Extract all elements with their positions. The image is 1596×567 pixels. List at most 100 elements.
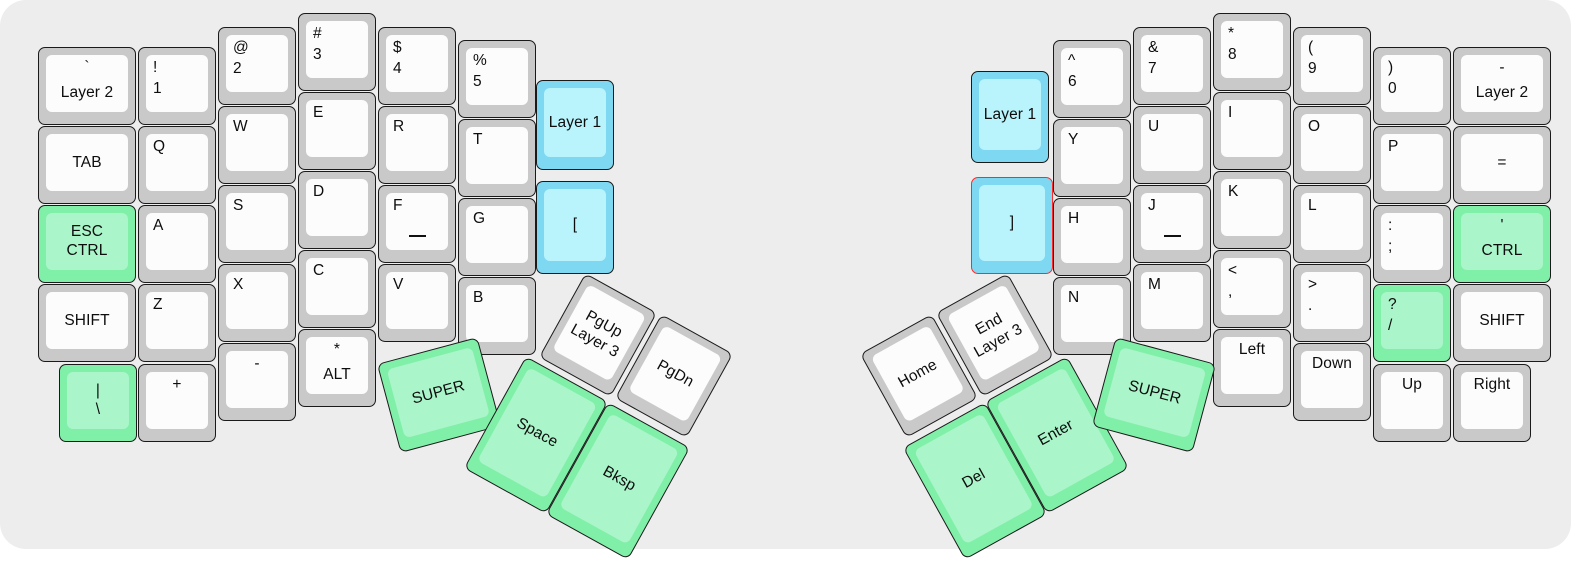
key-legend-main: 4 — [393, 59, 402, 77]
key-quote-ctrl[interactable]: 'CTRL — [1453, 205, 1551, 283]
key-i[interactable]: I — [1213, 92, 1291, 170]
key-legend-top: @ — [233, 39, 249, 56]
key-down-arrow[interactable]: Down — [1293, 343, 1371, 421]
key-legend-top: - — [254, 355, 260, 372]
key-h[interactable]: H — [1053, 198, 1131, 276]
key-minus[interactable]: - — [218, 343, 296, 421]
key-p[interactable]: P — [1373, 126, 1451, 204]
key-legend-top: Y — [1068, 131, 1079, 148]
key-layer1-right[interactable]: Layer 1 — [971, 71, 1049, 163]
key-z[interactable]: Z — [138, 284, 216, 362]
keycap-surface: - — [226, 351, 288, 408]
homing-bar-icon — [1163, 235, 1181, 237]
key-m[interactable]: M — [1133, 264, 1211, 342]
key-minus-layer2[interactable]: -Layer 2 — [1453, 47, 1551, 125]
keycap-surface: >. — [1301, 272, 1363, 329]
key-legend-top: % — [473, 52, 487, 69]
key-pipe-backslash[interactable]: |\ — [59, 364, 137, 442]
keycap-surface: + — [146, 372, 208, 429]
key-q[interactable]: Q — [138, 126, 216, 204]
key-g[interactable]: G — [458, 198, 536, 276]
key-2-at[interactable]: @2 — [218, 27, 296, 105]
key-1-exclaim[interactable]: !1 — [138, 47, 216, 125]
key-bracket-left[interactable]: [ — [536, 181, 614, 274]
key-legend-top: R — [393, 118, 405, 135]
key-t[interactable]: T — [458, 119, 536, 197]
key-j[interactable]: J — [1133, 185, 1211, 263]
key-k[interactable]: K — [1213, 171, 1291, 249]
key-c[interactable]: C — [298, 250, 376, 328]
key-slash-question[interactable]: ?/ — [1373, 284, 1451, 362]
key-5-percent[interactable]: %5 — [458, 40, 536, 118]
key-legend-main: Enter — [1034, 415, 1077, 449]
key-layer1-left[interactable]: Layer 1 — [536, 80, 614, 170]
key-6-caret[interactable]: ^6 — [1053, 40, 1131, 118]
key-legend-main: CTRL — [1481, 241, 1523, 259]
key-right-arrow[interactable]: Right — [1453, 364, 1531, 442]
key-comma-less[interactable]: <, — [1213, 250, 1291, 328]
key-equals[interactable]: = — [1453, 126, 1551, 204]
key-legend-top: B — [473, 289, 484, 306]
key-grave-layer2[interactable]: `Layer 2 — [38, 47, 136, 125]
key-legend-top: K — [1228, 183, 1239, 200]
keycap-surface: A — [146, 213, 208, 270]
key-legend-top: S — [233, 197, 244, 214]
key-legend-top: * — [1228, 25, 1235, 42]
key-legend-top: Right — [1473, 376, 1511, 393]
key-alt-asterisk[interactable]: *ALT — [298, 329, 376, 407]
key-9-lparen[interactable]: (9 — [1293, 27, 1371, 105]
key-legend-main: ] — [1009, 213, 1015, 231]
key-8-asterisk[interactable]: *8 — [1213, 13, 1291, 91]
key-x[interactable]: X — [218, 264, 296, 342]
key-semicolon-colon[interactable]: :; — [1373, 205, 1451, 283]
key-period-greater[interactable]: >. — [1293, 264, 1371, 342]
key-bracket-right[interactable]: ] — [971, 177, 1053, 274]
key-legend-top: C — [313, 262, 325, 279]
key-legend-main: 7 — [1148, 59, 1157, 77]
key-l[interactable]: L — [1293, 185, 1371, 263]
key-e[interactable]: E — [298, 92, 376, 170]
keycap-surface: Up — [1381, 372, 1443, 429]
key-legend-top: W — [233, 118, 248, 135]
key-0-rparen[interactable]: )0 — [1373, 47, 1451, 125]
keycap-surface: R — [386, 114, 448, 171]
key-4-dollar[interactable]: $4 — [378, 27, 456, 105]
keycap-surface: F — [386, 193, 448, 250]
key-r[interactable]: R — [378, 106, 456, 184]
key-up-arrow[interactable]: Up — [1373, 364, 1451, 442]
key-legend-main: Home — [895, 355, 940, 391]
key-u[interactable]: U — [1133, 106, 1211, 184]
key-legend-top: Q — [153, 138, 166, 155]
key-o[interactable]: O — [1293, 106, 1371, 184]
key-a[interactable]: A — [138, 205, 216, 283]
key-s[interactable]: S — [218, 185, 296, 263]
key-v[interactable]: V — [378, 264, 456, 342]
key-legend-top: D — [313, 183, 325, 200]
key-left-arrow[interactable]: Left — [1213, 329, 1291, 407]
key-shift-right[interactable]: SHIFT — [1453, 284, 1551, 362]
key-legend-top: I — [1228, 104, 1233, 121]
key-legend-main: 6 — [1068, 72, 1077, 90]
key-3-hash[interactable]: #3 — [298, 13, 376, 91]
keycap-surface: J — [1141, 193, 1203, 250]
keycap-surface: [ — [544, 189, 606, 261]
key-legend-top: E — [313, 104, 324, 121]
key-legend-top: | — [95, 381, 101, 399]
key-legend-top: ? — [1388, 296, 1397, 313]
keycap-surface: Down — [1301, 351, 1363, 408]
key-d[interactable]: D — [298, 171, 376, 249]
key-w[interactable]: W — [218, 106, 296, 184]
key-legend-main: Del — [959, 465, 988, 492]
key-tab[interactable]: TAB — [38, 126, 136, 204]
key-y[interactable]: Y — [1053, 119, 1131, 197]
key-legend-stack: |\ — [67, 381, 129, 421]
key-shift-left[interactable]: SHIFT — [38, 284, 136, 362]
key-plus[interactable]: + — [138, 364, 216, 442]
key-f[interactable]: F — [378, 185, 456, 263]
key-legend-top: ! — [153, 59, 158, 76]
key-legend-top: T — [473, 131, 483, 148]
key-7-ampersand[interactable]: &7 — [1133, 27, 1211, 105]
